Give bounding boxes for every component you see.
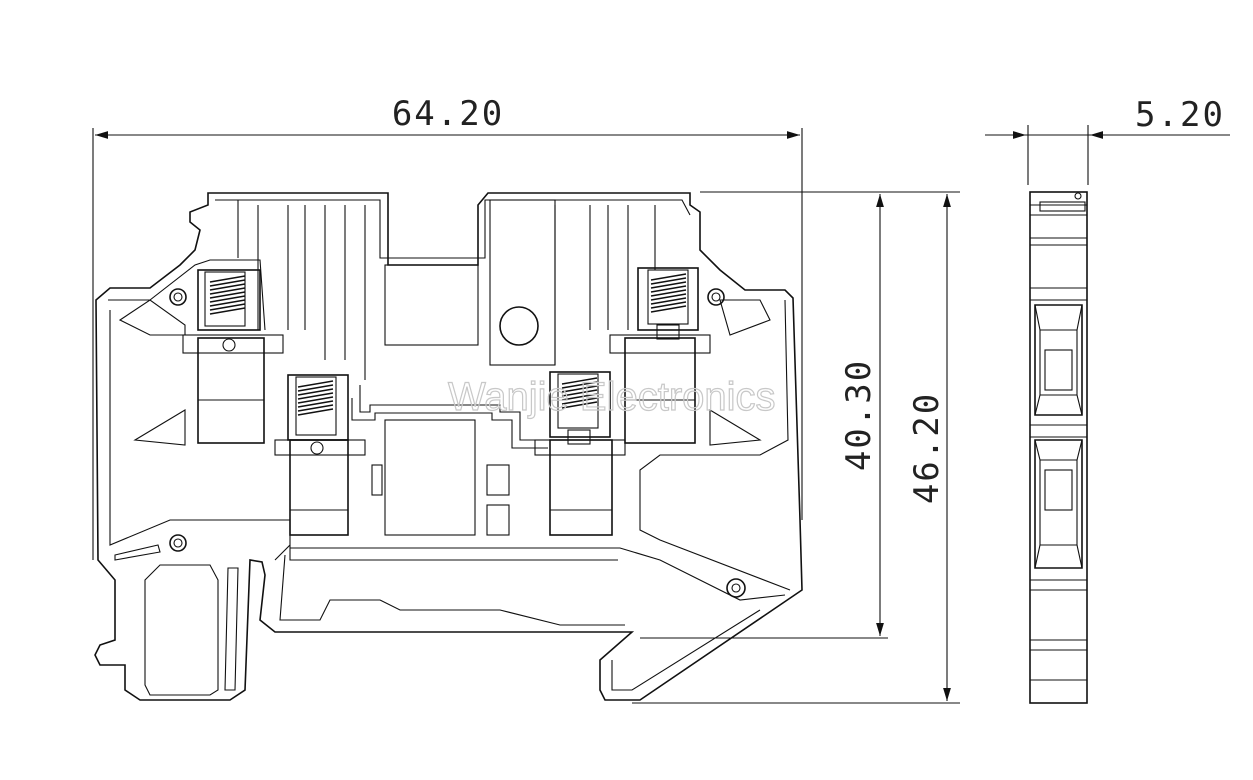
clamp-right-lower (534, 371, 626, 536)
top-ribs (237, 200, 656, 380)
height-dimensions: 40.30 46.20 (632, 191, 960, 704)
height-inner-label: 40.30 (839, 359, 879, 471)
clamp-left-upper (182, 269, 284, 444)
front-view (94, 192, 803, 701)
clamp-left-lower (274, 374, 366, 536)
side-view (1029, 191, 1088, 704)
thickness-dimension: 5.20 (985, 95, 1230, 185)
mounting-holes (169, 288, 746, 598)
width-label: 64.20 (392, 94, 504, 134)
watermark: Wanjie Electronics (448, 375, 776, 419)
width-dimension: 64.20 (92, 94, 803, 560)
clamp-right-upper (609, 267, 711, 444)
thickness-label: 5.20 (1135, 95, 1225, 135)
height-total-label: 46.20 (907, 392, 947, 504)
